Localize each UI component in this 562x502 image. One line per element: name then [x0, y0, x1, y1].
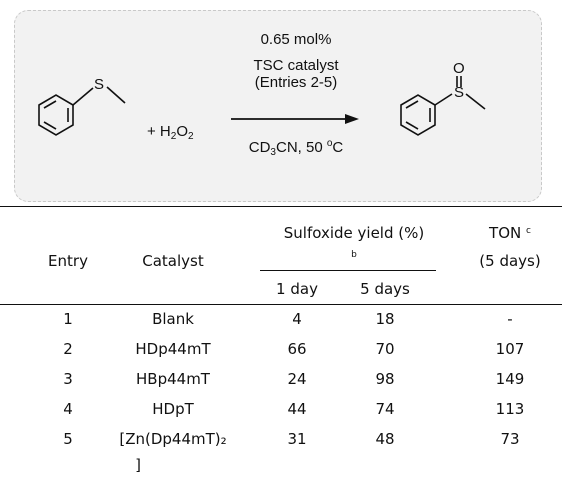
reaction-scheme-panel: S + H2O2 0.65 mol% TSC catalyst (Entries… [14, 10, 542, 202]
catalyst-cell: HBp44mT [136, 370, 210, 388]
ton-cell: 113 [495, 400, 525, 418]
conditions-above-arrow: 0.65 mol% TSC catalyst (Entries 2-5) [221, 31, 371, 91]
reaction-scheme-drawing [38, 76, 486, 136]
catalyst-label: TSC catalyst [253, 57, 339, 74]
catalyst-cell: Blank [152, 310, 194, 328]
ton-cell: 73 [500, 430, 520, 448]
conditions-below-arrow: CD3CN, 50 oC [248, 138, 344, 158]
catalyst-loading: 0.65 mol% [260, 31, 332, 48]
header-sulfoxide-yield: Sulfoxide yield (%) [283, 224, 425, 242]
day1-yield-cell: 4 [292, 310, 302, 328]
entry-cell: 2 [63, 340, 73, 358]
day1-yield-cell: 24 [287, 370, 307, 388]
entry-cell: 3 [63, 370, 73, 388]
day1-yield-cell: 66 [287, 340, 307, 358]
header-entry: Entry [48, 252, 88, 270]
header-yield-footnote: b [351, 250, 357, 260]
yield-subheader-rule [260, 270, 436, 271]
product-sulfoxide-bonds [434, 76, 486, 110]
day5-yield-cell: 48 [375, 430, 395, 448]
ton-cell: 107 [495, 340, 525, 358]
day5-yield-cell: 70 [375, 340, 395, 358]
header-ton-days: (5 days) [479, 252, 541, 270]
catalyst-cell: HDp44mT [135, 340, 211, 358]
reaction-arrow [231, 114, 359, 124]
ton-cell: 149 [495, 370, 525, 388]
catalyst-cell: [Zn(Dp44mT)₂ [119, 430, 227, 448]
header-5-days: 5 days [360, 280, 410, 298]
reactant-benzene-ring [38, 94, 74, 136]
product-oxygen-atom: O [453, 60, 465, 77]
entries-label: (Entries 2-5) [254, 74, 338, 91]
ton-cell: - [507, 310, 513, 328]
header-ton: TON c [489, 224, 531, 242]
day1-yield-cell: 44 [287, 400, 307, 418]
header-1-day: 1 day [276, 280, 318, 298]
day5-yield-cell: 98 [375, 370, 395, 388]
table-top-rule [0, 206, 562, 207]
catalyst-cell-wrap: ] [135, 456, 141, 474]
catalyst-cell: HDpT [152, 400, 194, 418]
product-benzene-ring [400, 94, 436, 136]
clipped-top-text [0, 0, 562, 4]
table-header-rule [0, 304, 562, 305]
entry-cell: 1 [63, 310, 73, 328]
reactant-sulfur-atom: S [94, 76, 105, 93]
product-sulfur-atom: S [454, 84, 465, 101]
day1-yield-cell: 31 [287, 430, 307, 448]
reactant-thioether-bonds [72, 86, 126, 106]
entry-cell: 5 [63, 430, 73, 448]
day5-yield-cell: 74 [375, 400, 395, 418]
entry-cell: 4 [63, 400, 73, 418]
day5-yield-cell: 18 [375, 310, 395, 328]
hydrogen-peroxide-reagent: + H2O2 [147, 123, 194, 142]
header-catalyst: Catalyst [142, 252, 204, 270]
